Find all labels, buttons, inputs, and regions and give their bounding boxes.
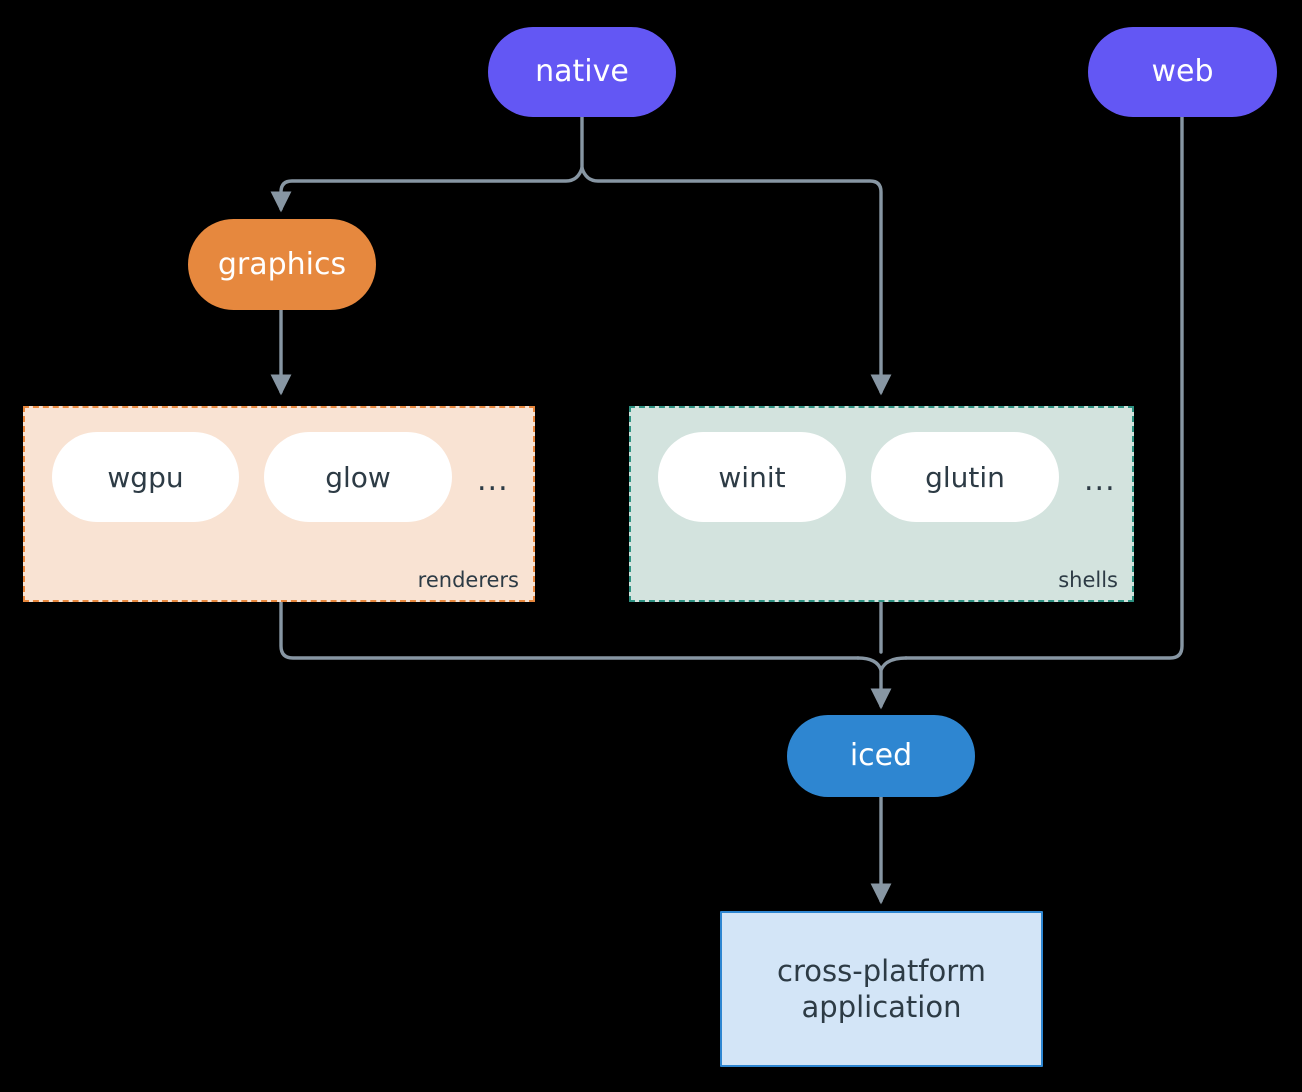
- node-glow-label: glow: [325, 460, 391, 494]
- node-glow[interactable]: glow: [264, 432, 452, 522]
- edge-renderers-to-bus: [279, 600, 860, 660]
- node-iced[interactable]: iced: [787, 715, 975, 797]
- cluster-renderers-label: renderers: [417, 568, 519, 592]
- node-glutin[interactable]: glutin: [871, 432, 1059, 522]
- edge-merge-to-iced: [856, 656, 892, 710]
- renderers-overflow-ellipsis: ...: [477, 463, 509, 498]
- node-native[interactable]: native: [488, 27, 676, 117]
- edge-native-split-right: [580, 166, 892, 396]
- application-line-2: application: [801, 990, 962, 1024]
- node-wgpu-label: wgpu: [107, 460, 184, 494]
- node-cross-platform-application[interactable]: cross-platform application: [720, 911, 1043, 1067]
- node-glutin-label: glutin: [925, 460, 1005, 494]
- node-web-label: web: [1151, 54, 1214, 90]
- node-wgpu[interactable]: wgpu: [52, 432, 239, 522]
- shells-overflow-ellipsis: ...: [1084, 463, 1116, 498]
- node-native-label: native: [535, 54, 629, 90]
- cluster-renderers: wgpu glow ... renderers: [23, 406, 535, 602]
- node-web[interactable]: web: [1088, 27, 1277, 117]
- node-graphics[interactable]: graphics: [188, 219, 376, 310]
- edge-merge-join-right: [879, 656, 908, 672]
- cluster-shells-label: shells: [1058, 568, 1118, 592]
- cluster-shells: winit glutin ... shells: [629, 406, 1134, 602]
- edge-native-split-left: [270, 166, 584, 213]
- node-iced-label: iced: [849, 738, 913, 774]
- application-line-1: cross-platform: [777, 953, 986, 988]
- node-winit-label: winit: [718, 460, 786, 494]
- node-winit[interactable]: winit: [658, 432, 846, 522]
- node-graphics-label: graphics: [217, 246, 347, 282]
